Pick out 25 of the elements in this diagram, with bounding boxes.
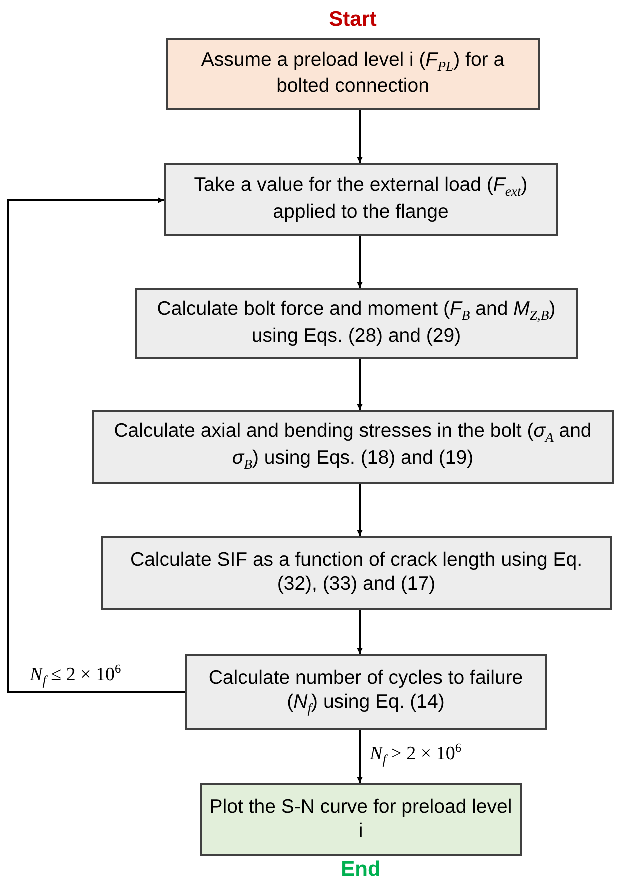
arrow — [357, 610, 363, 654]
edge-label: N$_{f}$ > 2 × 10$^{6}$ — [368, 740, 464, 768]
step-text: Assume a preload level i (F$_{PL}$) for a bolted connection — [200, 48, 506, 100]
arrow — [357, 359, 363, 410]
process-box — [101, 536, 612, 610]
process-box — [135, 288, 578, 359]
arrow — [7, 198, 185, 693]
arrow — [357, 236, 363, 288]
start-box — [166, 38, 540, 110]
step-text: Plot the S-N curve for preload level i — [208, 796, 514, 844]
step-text: Calculate bolt force and moment (F$_{B}$ and M$_{Z,B}$) using Eqs. (28) and (29) — [156, 298, 557, 349]
process-box — [185, 654, 547, 730]
end-box — [200, 783, 522, 856]
step-text: Take a value for the external load (F$_{ext}$) applied to the flange — [193, 174, 529, 225]
arrow — [357, 484, 363, 536]
process-box — [164, 163, 558, 236]
end-label: End — [340, 858, 382, 882]
process-box — [92, 410, 614, 484]
step-text: Calculate SIF as a function of crack length using Eq. (32), (33) and (17) — [130, 549, 584, 597]
step-text: Calculate number of cycles to failure (N$_{f}$) using Eq. (14) — [208, 666, 524, 718]
start-label: Start — [328, 8, 378, 32]
edge-label: N$_{f}$ ≤ 2 × 10$^{6}$ — [28, 662, 124, 690]
arrow — [357, 110, 363, 163]
arrow — [357, 730, 363, 783]
step-text: Calculate axial and bending stresses in the bolt (σ$_{A}$ and σ$_{B}$) using Eqs. (18) and (19) — [113, 420, 593, 474]
